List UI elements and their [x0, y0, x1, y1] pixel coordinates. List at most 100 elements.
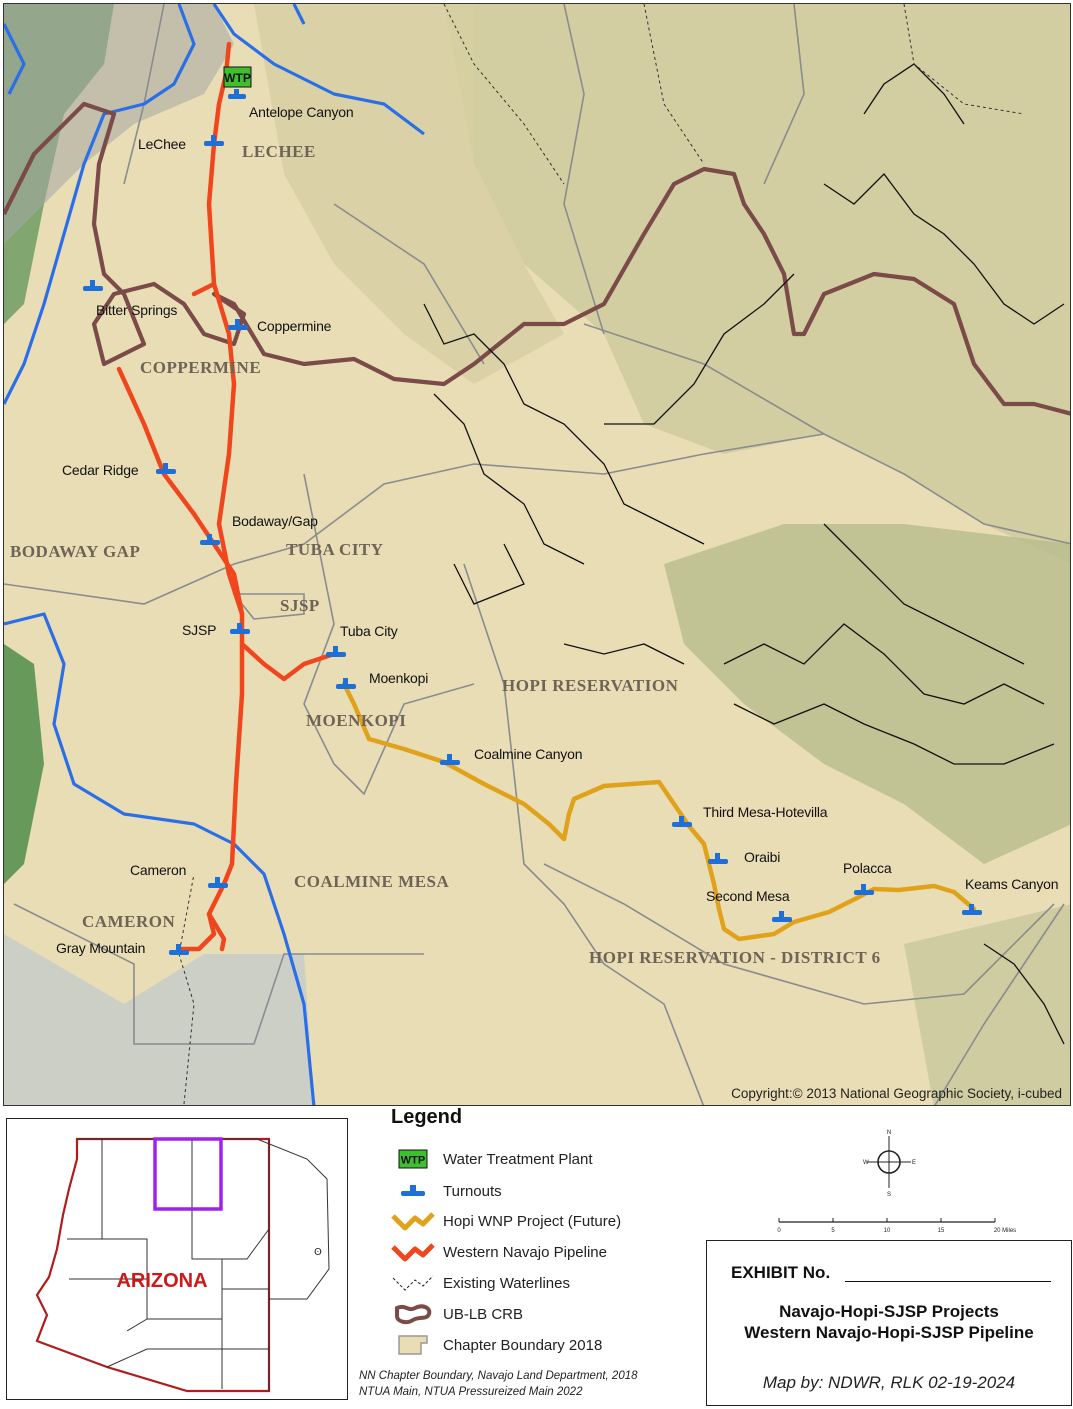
chapter-icon	[391, 1332, 435, 1358]
label-gray-mountain: Gray Mountain	[56, 940, 146, 956]
hopi-wnp-pipeline	[341, 681, 977, 942]
project-title-line-2: Western Navajo-Hopi-SJSP Pipeline	[744, 1323, 1034, 1342]
label-second-mesa: Second Mesa	[706, 888, 790, 904]
region-lechee: LECHEE	[242, 142, 316, 161]
label-third-mesa-hotevilla: Third Mesa-Hotevilla	[703, 804, 828, 820]
legend-label-wtp: Water Treatment Plant	[443, 1150, 593, 1168]
county-lines	[67, 1138, 330, 1391]
basemap: WTP	[4, 4, 1070, 1105]
exhibit-number-blank	[845, 1281, 1051, 1282]
legend-label-hopi-wnp: Hopi WNP Project (Future)	[443, 1212, 622, 1230]
rivers	[4, 4, 425, 1105]
turnout-coalmine-canyon	[440, 754, 460, 765]
map-credit: Map by: NDWR, RLK 02-19-2024	[762, 1373, 1016, 1392]
turnout-oraibi	[708, 853, 728, 864]
terrain-shading-e	[664, 524, 1070, 864]
legend-item-ub-lb-crb: UB-LB CRB	[391, 1301, 523, 1327]
project-title-line-1: Navajo-Hopi-SJSP Projects	[779, 1302, 999, 1321]
turnout-sjsp	[230, 623, 250, 634]
region-coalmine-mesa: COALMINE MESA	[294, 872, 450, 891]
turnout-third-mesa	[672, 816, 692, 827]
turnout-cedar-ridge	[156, 463, 176, 474]
arizona-label: ARIZONA	[116, 1270, 207, 1292]
label-bodaway-gap: Bodaway/Gap	[232, 513, 318, 529]
turnout-keams-canyon	[962, 904, 982, 915]
region-moenkopi: MOENKOPI	[306, 711, 407, 730]
terrain-shading-se	[904, 904, 1070, 1105]
wtp-marker-label: WTP	[224, 71, 251, 85]
label-cedar-ridge: Cedar Ridge	[62, 462, 139, 478]
turnout-moenkopi	[336, 678, 356, 689]
arizona-inset-map: ARIZONA ʘ	[6, 1118, 348, 1400]
hopi-line-icon	[391, 1208, 435, 1234]
waterline-icon	[391, 1270, 435, 1296]
label-antelope-canyon: Antelope Canyon	[249, 104, 354, 120]
turnout-tuba-city	[326, 646, 346, 657]
exhibit-box: EXHIBIT No. Navajo-Hopi-SJSP Projects We…	[706, 1240, 1072, 1406]
turnout-antelope-canyon	[228, 89, 246, 99]
compass-rose: N S W E	[861, 1126, 917, 1198]
turnout-second-mesa	[772, 911, 792, 922]
region-cameron: CAMERON	[82, 912, 176, 931]
legend-title: Legend	[391, 1106, 463, 1128]
scale-bar: 0 5 10 15 20 Miles	[773, 1214, 1033, 1238]
turnout-gray-mountain	[169, 944, 189, 955]
grey-terrain-n	[4, 4, 234, 244]
scale-tick-20: 20 Miles	[994, 1228, 1016, 1234]
exhibit-number-label: EXHIBIT No.	[731, 1263, 831, 1282]
legend-item-hopi-wnp: Hopi WNP Project (Future)	[391, 1208, 621, 1234]
boundary-icon	[391, 1301, 435, 1327]
scale-tick-10: 10	[884, 1228, 891, 1234]
legend-item-turnouts: Turnouts	[391, 1178, 502, 1204]
terrain-shading-ne	[444, 4, 1070, 564]
legend-item-existing-waterlines: Existing Waterlines	[391, 1270, 570, 1296]
legend-wtp-badge: WTP	[401, 1155, 425, 1167]
arizona-inset-svg: ARIZONA ʘ	[35, 1137, 330, 1393]
project-title: Navajo-Hopi-SJSP Projects Western Navajo…	[707, 1301, 1071, 1343]
ub-lb-crb-boundary	[4, 101, 1070, 416]
turnouts	[83, 89, 982, 955]
label-polacca: Polacca	[843, 860, 892, 876]
scale-tick-5: 5	[831, 1228, 835, 1234]
legend-label-existing-waterlines: Existing Waterlines	[443, 1274, 570, 1292]
label-lechee: LeChee	[138, 136, 186, 152]
western-line-icon	[391, 1239, 435, 1265]
compass-s: S	[887, 1192, 891, 1198]
label-sjsp: SJSP	[182, 622, 217, 638]
credit-line-2: NTUA Main, NTUA Pressureized Main 2022	[359, 1386, 583, 1398]
legend-item-western-navajo: Western Navajo Pipeline	[391, 1239, 607, 1265]
bottom-panel: ARIZONA ʘ Legend WTP Water Treatment Pla…	[3, 1106, 1072, 1406]
label-keams-canyon: Keams Canyon	[965, 876, 1059, 892]
legend-label-turnouts: Turnouts	[443, 1182, 502, 1200]
existing-waterlines-dashed	[178, 4, 1025, 1105]
turnout-bodaway-gap	[200, 534, 220, 545]
scale-tick-15: 15	[938, 1228, 945, 1234]
wtp-icon: WTP	[391, 1146, 435, 1172]
region-bodaway-gap: BODAWAY GAP	[10, 542, 141, 561]
turnout-lechee	[204, 135, 224, 146]
western-navajo-pipeline	[116, 41, 337, 952]
turnout-cameron	[208, 877, 228, 888]
turnout-coppermine	[228, 319, 248, 330]
inset-dot: ʘ	[314, 1247, 322, 1258]
region-hopi-district-6: HOPI RESERVATION - DISTRICT 6	[589, 948, 881, 967]
legend-item-wtp: WTP Water Treatment Plant	[391, 1146, 593, 1172]
compass-e: E	[912, 1160, 916, 1166]
region-sjsp: SJSP	[280, 596, 320, 615]
region-hopi-reservation: HOPI RESERVATION	[502, 676, 679, 695]
legend-label-ub-lb-crb: UB-LB CRB	[443, 1305, 524, 1323]
region-coppermine: COPPERMINE	[140, 358, 262, 377]
label-cameron: Cameron	[130, 862, 187, 878]
legend-label-chapter-boundary: Chapter Boundary 2018	[443, 1336, 603, 1354]
label-tuba-city: Tuba City	[340, 623, 398, 639]
terrain-shading-center	[254, 4, 564, 384]
turnout-icon	[391, 1178, 435, 1204]
terrain-shading-sw	[4, 934, 314, 1105]
project-area-box	[153, 1137, 223, 1211]
scale-tick-0: 0	[777, 1228, 781, 1234]
arizona-outline	[35, 1137, 271, 1393]
compass-w: W	[863, 1160, 869, 1166]
map-panel: WTP Antelope Canyon LeChee Bitter Spring…	[3, 3, 1071, 1106]
region-tuba-city: TUBA CITY	[286, 540, 384, 559]
turnout-bitter-springs	[83, 280, 103, 291]
